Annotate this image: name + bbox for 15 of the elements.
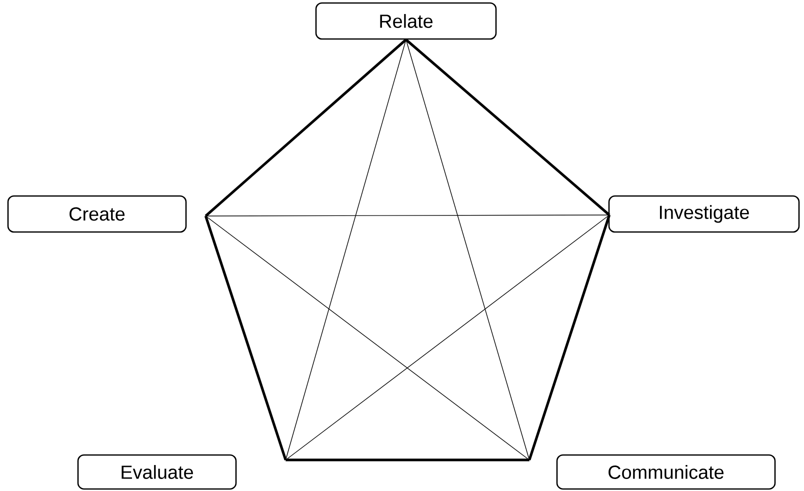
diagonal-line [205,216,530,460]
label-box: Relate [315,2,497,40]
label-box: Communicate [556,454,776,490]
label-box: Create [7,195,187,233]
label-box: Evaluate [77,454,237,490]
diagonal-line [406,39,530,460]
pentagon-side [286,458,530,462]
label-box: Investigate [608,195,800,233]
diagonal-line [285,39,406,460]
diagonal-line [205,214,610,216]
pentagon-side [528,214,611,460]
pentagon-side [204,216,287,460]
diagonal-line [285,214,610,460]
pentagon-side [204,38,407,217]
pentagon-side [405,38,610,216]
